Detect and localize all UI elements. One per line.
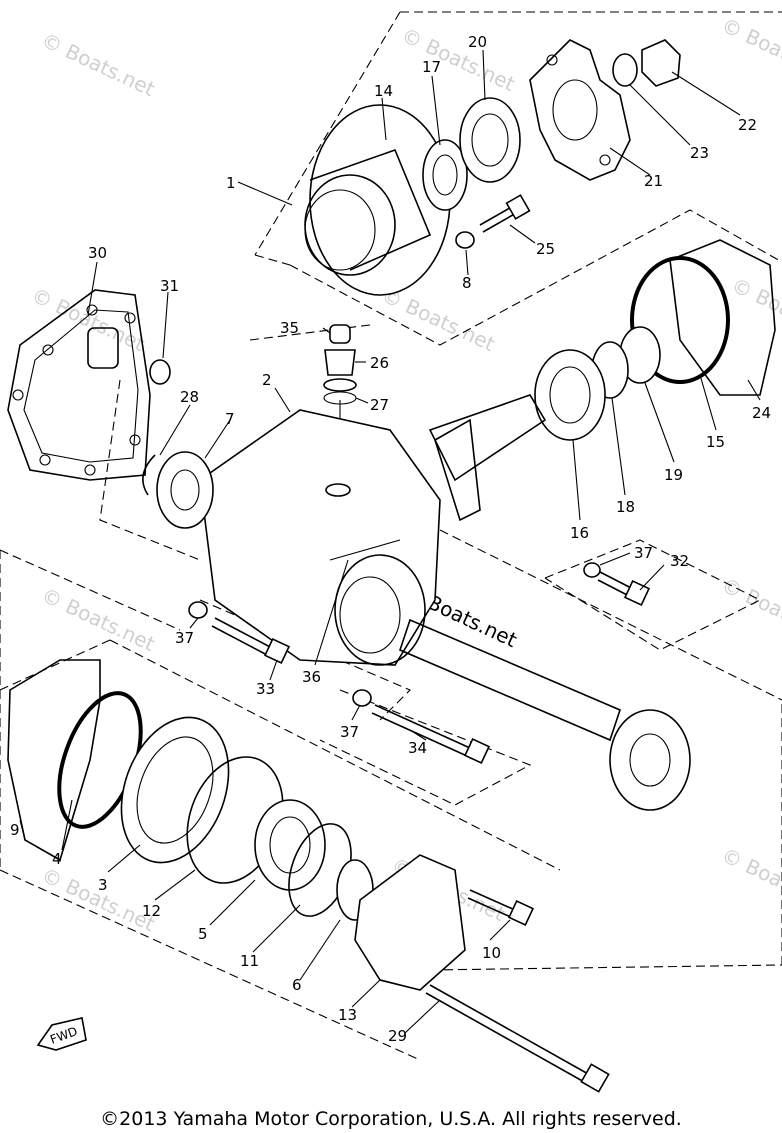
- part-label: 24: [752, 404, 771, 422]
- part-label: 19: [664, 466, 683, 484]
- part-label: 32: [670, 552, 689, 570]
- part-label: 25: [536, 240, 555, 258]
- part-label: 18: [616, 498, 635, 516]
- part-label: 14: [374, 82, 393, 100]
- part-label: 2: [262, 371, 272, 389]
- part-label: 37: [340, 723, 359, 741]
- part-label: 34: [408, 739, 427, 757]
- part-label: 28: [180, 388, 199, 406]
- part-label: 7: [225, 410, 235, 428]
- part-label: 35: [280, 319, 299, 337]
- part-label: 36: [302, 668, 321, 686]
- part-label: 23: [690, 144, 709, 162]
- part-label: 3: [98, 876, 108, 894]
- part-label: 8: [462, 274, 472, 292]
- part-label: 16: [570, 524, 589, 542]
- watermark: © Boats.net: [718, 843, 782, 916]
- part-label: 12: [142, 902, 161, 920]
- forward-arrow-icon: FWD: [36, 1017, 87, 1051]
- part-label: 13: [338, 1006, 357, 1024]
- part-label: 27: [370, 396, 389, 414]
- part-number-labels: 1 2 3 4 5 6 7 8 9 10 11 12 13 14 15 16 1…: [10, 33, 771, 1045]
- part-label: 17: [422, 58, 441, 76]
- part-label: 29: [388, 1027, 407, 1045]
- part-label: 30: [88, 244, 107, 262]
- part-label: 37: [175, 629, 194, 647]
- copyright-notice: ©2013 Yamaha Motor Corporation, U.S.A. A…: [100, 1108, 682, 1130]
- part-label: 1: [226, 174, 236, 192]
- watermark: © Boats.net: [398, 23, 519, 96]
- part-label: 6: [292, 976, 302, 994]
- part-label: 15: [706, 433, 725, 451]
- part-label: 9: [10, 821, 20, 839]
- group-outlines: [0, 11, 782, 1061]
- part-label: 5: [198, 925, 208, 943]
- watermark: © Boats.net: [38, 583, 159, 656]
- part-label: 37: [634, 544, 653, 562]
- leader-lines: [19, 49, 761, 1034]
- watermark: © Boats.net: [378, 283, 499, 356]
- parts-artwork: FWD: [7, 39, 776, 1093]
- part-label: 20: [468, 33, 487, 51]
- watermark: © Boats.net: [718, 13, 782, 86]
- part-label: 26: [370, 354, 389, 372]
- watermark: © Boats.net: [38, 863, 159, 936]
- part-label: 4: [52, 850, 62, 868]
- part-label: 33: [256, 680, 275, 698]
- part-label: 22: [738, 116, 757, 134]
- watermark: © Boats.net: [38, 28, 159, 101]
- gasket-30-shape: [7, 289, 151, 481]
- part-label: 11: [240, 952, 259, 970]
- part-label: 31: [160, 277, 179, 295]
- part-label: 10: [482, 944, 501, 962]
- part-label: 21: [644, 172, 663, 190]
